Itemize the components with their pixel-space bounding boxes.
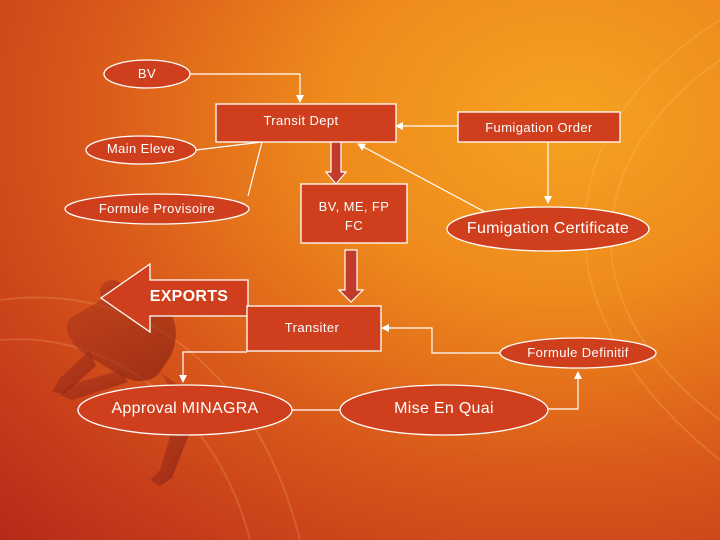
formule-provisoire-label: Formule Provisoire: [65, 201, 249, 216]
transit-dept-label: Transit Dept: [216, 113, 386, 128]
fumigation-certificate-label: Fumigation Certificate: [447, 220, 649, 238]
exports-label: EXPORTS: [130, 288, 248, 306]
main-eleve-label: Main Eleve: [86, 141, 196, 156]
down-arrow-docs-to-transiter: [339, 250, 363, 302]
bv-to-transit-dept-connector: [190, 74, 300, 102]
transit-dept-to-main-eleve-connector: [196, 142, 262, 150]
docs-label-line2: FC: [301, 218, 407, 233]
bv-label: BV: [104, 66, 190, 81]
fumigation-order-label: Fumigation Order: [458, 120, 620, 135]
mise-en-quai-label: Mise En Quai: [340, 400, 548, 418]
formule-definitif-label: Formule Definitif: [500, 345, 656, 360]
docs-label-line1: BV, ME, FP: [301, 199, 407, 214]
transit-dept-to-formule-provisoire-connector: [248, 142, 262, 196]
down-arrow-transit-to-docs: [326, 140, 346, 184]
transiter-label: Transiter: [247, 320, 377, 335]
transiter-to-approval-connector: [183, 352, 247, 382]
track-lines: [0, 20, 720, 540]
approval-minagra-label: Approval MINAGRA: [78, 400, 292, 418]
mise-en-quai-to-formule-definitif-connector: [548, 372, 578, 409]
formule-definitif-to-transiter-connector: [382, 328, 500, 353]
